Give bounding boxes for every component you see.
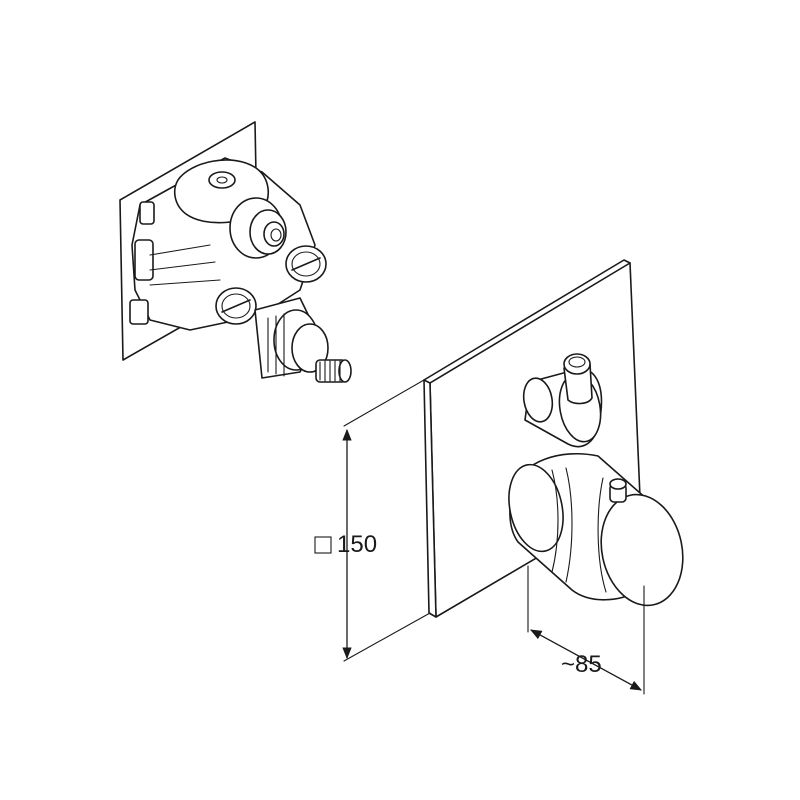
extension-line-top bbox=[343, 379, 425, 427]
diverter-lever bbox=[522, 353, 603, 448]
extension-line-bottom bbox=[343, 612, 431, 662]
left-fitting-middle bbox=[134, 239, 154, 281]
knob-face bbox=[600, 493, 684, 607]
cover-plate-assembly bbox=[423, 259, 684, 618]
dimension-projection: ~85 bbox=[527, 565, 645, 695]
dimension-plate-height: 150 bbox=[314, 379, 431, 662]
thermostatic-knob bbox=[508, 452, 684, 607]
rough-in-valve-body bbox=[119, 121, 352, 383]
left-fitting-upper bbox=[139, 201, 155, 225]
square-outline-icon bbox=[314, 536, 332, 554]
top-screw bbox=[208, 171, 236, 189]
plate-size-label: 150 bbox=[337, 531, 377, 558]
dimension-line-diagonal bbox=[529, 629, 643, 691]
projection-label: ~85 bbox=[561, 651, 602, 678]
left-fitting-lower bbox=[129, 299, 149, 325]
